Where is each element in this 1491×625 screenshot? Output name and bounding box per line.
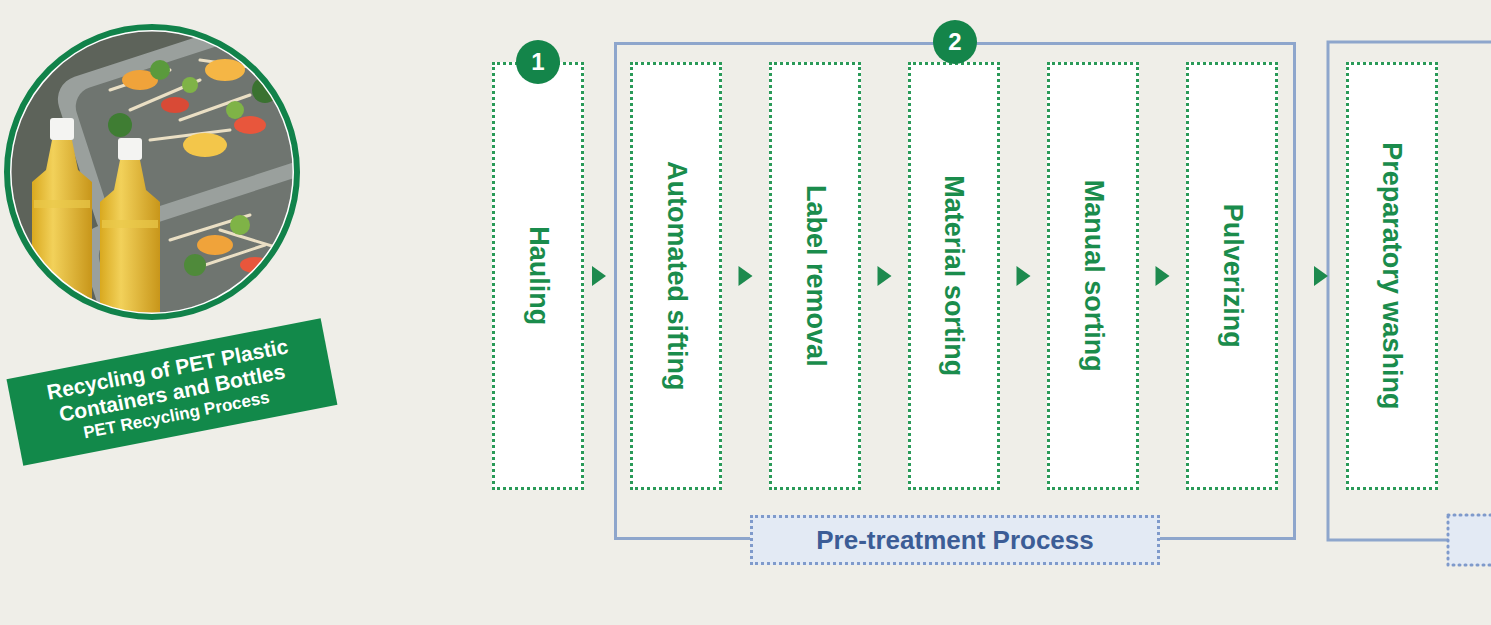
arrow-head bbox=[1017, 266, 1031, 286]
group-frame bbox=[1328, 42, 1491, 540]
callout-number: 1 bbox=[516, 40, 560, 84]
arrow-head bbox=[878, 266, 892, 286]
process-box: Automated sifting bbox=[630, 62, 722, 490]
photo-border bbox=[7, 27, 297, 317]
process-box: Manual sorting bbox=[1047, 62, 1139, 490]
step-label: Material sorting bbox=[939, 175, 969, 376]
title-tag: Recycling of PET Plastic Containers and … bbox=[7, 318, 338, 466]
step-label: Pulverizing bbox=[1217, 204, 1247, 348]
callout-number: 2 bbox=[933, 20, 977, 64]
flow-arrow bbox=[1296, 266, 1346, 286]
step-label: Automated sifting bbox=[661, 161, 691, 391]
group-tab bbox=[1448, 515, 1491, 565]
step-label: Preparatory washing bbox=[1377, 142, 1407, 409]
flow-arrow bbox=[584, 266, 614, 286]
arrow-head bbox=[1314, 266, 1328, 286]
flow-arrow bbox=[722, 266, 769, 286]
process-group: Pre-treatment ProcessAutomated siftingLa… bbox=[614, 42, 1296, 540]
group-tab: Pre-treatment Process bbox=[750, 515, 1160, 565]
step-label: Hauling bbox=[523, 227, 553, 326]
arrow-head bbox=[739, 266, 753, 286]
process-box: Preparatory washing bbox=[1346, 62, 1438, 490]
step-label: Manual sorting bbox=[1078, 180, 1108, 372]
process-box: Hauling bbox=[492, 62, 584, 490]
arrow-head bbox=[592, 266, 606, 286]
arrow-head bbox=[1156, 266, 1170, 286]
group-title: Pre-treatment Process bbox=[816, 525, 1093, 556]
flow-arrow bbox=[1139, 266, 1186, 286]
process-box: Material sorting bbox=[908, 62, 1000, 490]
step-label: Label removal bbox=[800, 185, 830, 367]
flow-arrow bbox=[1000, 266, 1047, 286]
photo-ring bbox=[10, 30, 294, 314]
process-box: Label removal bbox=[769, 62, 861, 490]
flow-arrow bbox=[861, 266, 908, 286]
process-box: Pulverizing bbox=[1186, 62, 1278, 490]
